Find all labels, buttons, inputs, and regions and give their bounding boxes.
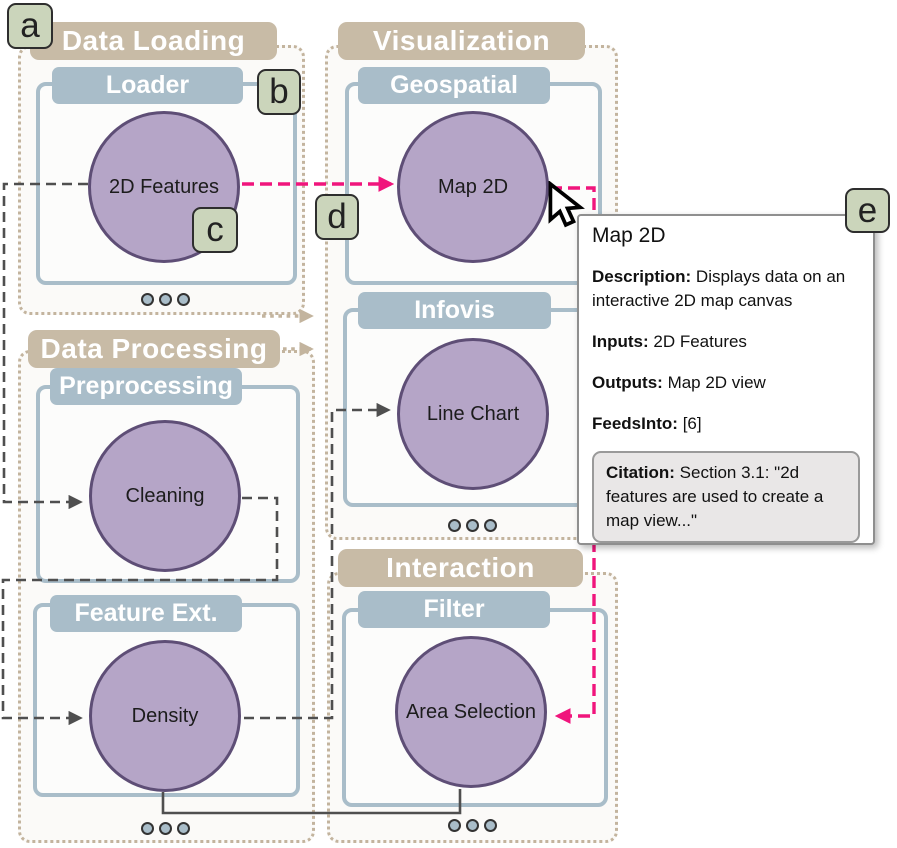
module-title-preprocessing: Preprocessing [50,368,242,405]
tooltip-citation: Citation: Section 3.1: "2d features are … [592,451,860,543]
ellipsis-dots [448,519,497,532]
node-tooltip: Map 2D Description: Displays data on an … [577,214,875,545]
section-title-visualization: Visualization [338,22,585,60]
section-title-interaction: Interaction [338,549,583,587]
module-title-geospatial: Geospatial [358,67,550,104]
section-title-data-loading: Data Loading [30,22,277,60]
annotation-c: c [192,207,238,253]
node-line-chart[interactable]: Line Chart [397,338,549,490]
tooltip-description: Description: Displays data on an interac… [592,265,860,313]
tooltip-inputs: Inputs: 2D Features [592,330,860,354]
annotation-b: b [257,69,301,115]
cursor-icon [548,181,585,228]
ellipsis-dots [448,819,497,832]
tooltip-inputs-label: Inputs: [592,332,649,351]
module-title-feature-ext: Feature Ext. [50,595,242,632]
module-title-loader: Loader [52,67,243,104]
node-cleaning[interactable]: Cleaning [89,420,241,572]
node-area-selection[interactable]: Area Selection [395,636,547,788]
node-density[interactable]: Density [89,640,241,792]
tooltip-citation-label: Citation: [606,463,675,482]
tooltip-outputs: Outputs: Map 2D view [592,371,860,395]
section-title-data-processing: Data Processing [28,330,280,368]
tooltip-outputs-value: Map 2D view [667,373,766,392]
tooltip-feedsinto-label: FeedsInto: [592,414,678,433]
node-map-2d[interactable]: Map 2D [397,111,549,263]
tooltip-outputs-label: Outputs: [592,373,663,392]
tooltip-description-label: Description: [592,267,692,286]
ellipsis-dots [141,293,190,306]
module-title-infovis: Infovis [358,292,551,329]
tooltip-feedsinto-value: [6] [682,414,702,433]
tooltip-title: Map 2D [592,224,666,247]
ellipsis-dots [141,822,190,835]
tooltip-inputs-value: 2D Features [653,332,747,351]
annotation-e: e [845,188,890,233]
tooltip-citation-value: Section 3.1: "2d features are used to cr… [606,463,824,530]
annotation-a: a [7,3,53,49]
module-title-filter: Filter [358,591,550,628]
annotation-d: d [315,194,359,240]
tooltip-description-value: Displays data on an interactive 2D map c… [592,267,846,310]
tooltip-feedsinto: FeedsInto: [6] [592,412,860,436]
